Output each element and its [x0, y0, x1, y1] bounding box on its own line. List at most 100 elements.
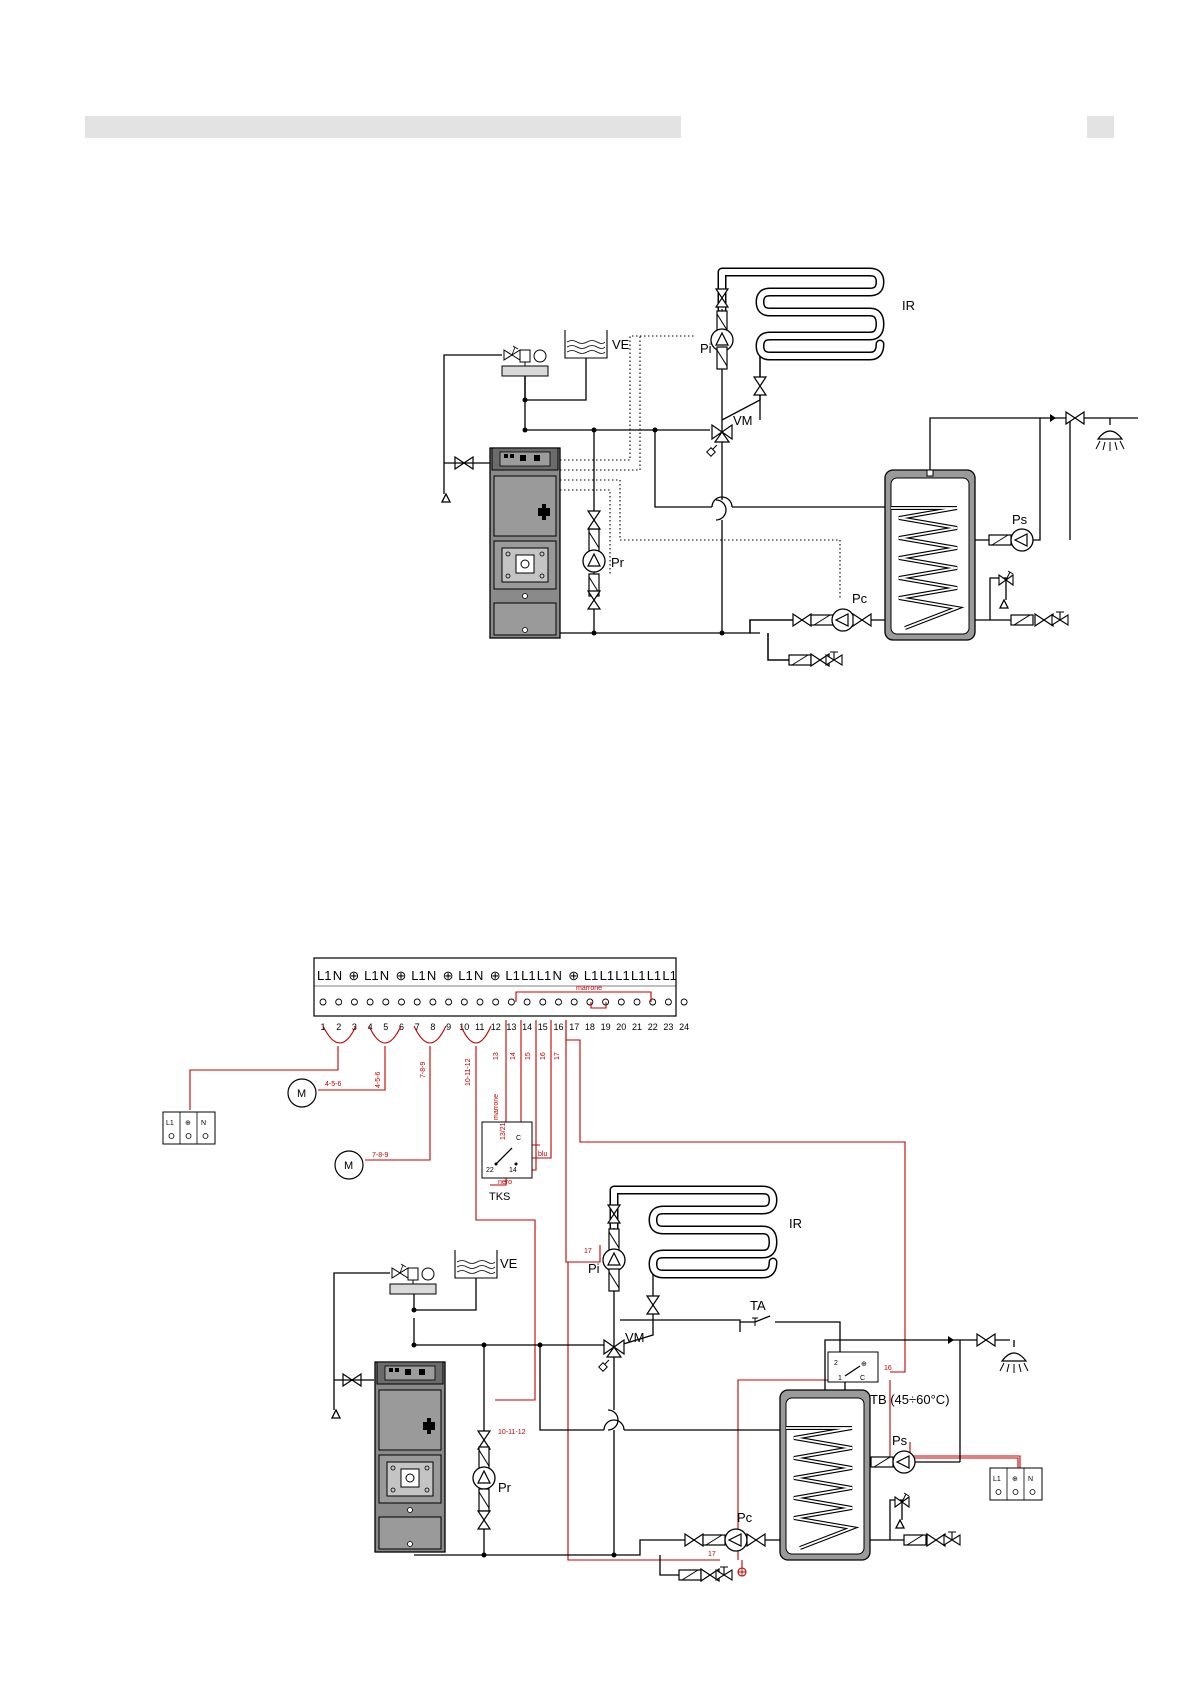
- motor-2-label: M: [344, 1160, 353, 1172]
- terminal-screw: [350, 998, 358, 1006]
- terminal-screw: [633, 998, 641, 1006]
- terminal-screw: [319, 998, 327, 1006]
- terminal-number: 10: [459, 1022, 469, 1032]
- socket-left-earth: ⊕: [185, 1120, 191, 1127]
- wire-m789: 7-8-9: [372, 1152, 388, 1159]
- terminal-screw: [555, 998, 562, 1006]
- label-pc-2: Pc: [737, 1510, 753, 1525]
- tb-1: 1: [838, 1375, 842, 1382]
- wire-r101112-v: 10-11-12: [465, 1058, 472, 1086]
- tks-1321: 13/21: [500, 1122, 507, 1140]
- terminal-number: 17: [569, 1022, 579, 1032]
- terminal-number: 9: [446, 1022, 451, 1032]
- terminal-screw: [366, 998, 374, 1006]
- terminal-number: 12: [491, 1022, 501, 1032]
- label-ps: Ps: [1012, 512, 1028, 527]
- terminal-number: 18: [585, 1022, 595, 1032]
- header-page-tab: [1087, 116, 1114, 138]
- terminal-top-label: ⊕: [443, 968, 454, 983]
- wire-tb16: 16: [884, 1365, 892, 1372]
- terminal-top-label: N: [333, 968, 342, 983]
- terminal-number: 23: [663, 1022, 673, 1032]
- terminal-number: 2: [336, 1022, 341, 1032]
- terminal-screw: [460, 998, 468, 1006]
- terminal-top-label: L1: [411, 968, 425, 983]
- label-ta: TA: [750, 1298, 766, 1313]
- terminal-screw: [429, 998, 437, 1006]
- terminal-screw: [680, 998, 688, 1006]
- label-pc: Pc: [852, 591, 868, 606]
- wire-r101112: 10-11-12: [498, 1429, 526, 1436]
- terminal-top-label: L1: [647, 968, 661, 983]
- terminal-screw: [507, 998, 515, 1006]
- socket-left-n: N: [201, 1120, 206, 1127]
- tks-14: 14: [509, 1167, 517, 1174]
- label-pr-2: Pr: [498, 1480, 512, 1495]
- terminal-number: 21: [632, 1022, 642, 1032]
- label-pi-2: Pi: [588, 1261, 600, 1276]
- wire-16: 16: [540, 1052, 547, 1060]
- tb-c: C: [860, 1375, 865, 1382]
- terminal-screw: [539, 998, 547, 1006]
- terminal-number: 6: [399, 1022, 404, 1032]
- label-tb: TB (45÷60°C): [870, 1392, 950, 1407]
- terminal-number: 22: [648, 1022, 658, 1032]
- terminal-screw: [398, 998, 405, 1006]
- socket-left-l1: L1: [166, 1120, 174, 1127]
- socket-left: [162, 1111, 216, 1145]
- label-pi: Pi: [700, 341, 712, 356]
- terminal-top-label: N: [380, 968, 389, 983]
- terminal-top-label: L1: [458, 968, 472, 983]
- label-pr: Pr: [611, 555, 625, 570]
- terminal-screw: [335, 998, 343, 1006]
- label-ps-2: Ps: [892, 1433, 908, 1448]
- terminal-top-label: L1: [537, 968, 551, 983]
- terminal-screw: [570, 998, 578, 1006]
- terminal-top-label: L1: [317, 968, 331, 983]
- terminal-number: 13: [506, 1022, 516, 1032]
- terminal-top-label: ⊕: [568, 968, 579, 983]
- label-ir-2: IR: [789, 1216, 802, 1231]
- wire-15: 15: [525, 1052, 532, 1060]
- terminal-top-label: L1: [615, 968, 629, 983]
- tb-earth: ⊕: [861, 1361, 867, 1368]
- socket-right: [989, 1467, 1043, 1501]
- wire-nero: nero: [498, 1179, 512, 1186]
- header-bar: [85, 116, 681, 138]
- terminal-number: 11: [475, 1022, 484, 1032]
- socket-right-n: N: [1028, 1476, 1033, 1483]
- wire-marrone-tks: marrone: [493, 1094, 500, 1120]
- terminal-top-label: L1: [584, 968, 598, 983]
- socket-right-l1: L1: [993, 1476, 1001, 1483]
- wire-m456-v: 4-5-6: [375, 1072, 382, 1088]
- terminal-top-label: ⊕: [396, 968, 407, 983]
- terminal-top-label: N: [553, 968, 562, 983]
- label-tks: TKS: [489, 1191, 510, 1203]
- tks-c: C: [516, 1135, 521, 1142]
- wire-blu: blu: [538, 1151, 547, 1158]
- wire-m456: 4-5-6: [325, 1081, 341, 1088]
- terminal-top-label: ⊕: [348, 968, 359, 983]
- terminal-top-label: L1: [631, 968, 645, 983]
- wire-pi17: 17: [584, 1248, 592, 1255]
- terminal-screw: [382, 998, 390, 1006]
- terminal-number: 3: [352, 1022, 357, 1032]
- label-vm-2: VM: [625, 1330, 645, 1345]
- terminal-top-label: L1: [505, 968, 519, 983]
- terminal-screw: [664, 998, 672, 1006]
- terminal-top-label: N: [474, 968, 483, 983]
- terminal-number: 16: [554, 1022, 564, 1032]
- terminal-number: 8: [430, 1022, 435, 1032]
- terminal-top-label: L1: [521, 968, 535, 983]
- socket-right-earth: ⊕: [1012, 1476, 1018, 1483]
- diagram-top: VE Pi IR VM Pr Ps Pc: [440, 267, 1138, 667]
- terminal-number: 19: [601, 1022, 611, 1032]
- terminal-top-label: N: [427, 968, 436, 983]
- terminal-number: 4: [368, 1022, 373, 1032]
- terminal-screw: [492, 998, 500, 1006]
- terminal-top-label: L1: [600, 968, 614, 983]
- terminal-number: 5: [383, 1022, 388, 1032]
- terminal-number: 24: [679, 1022, 689, 1032]
